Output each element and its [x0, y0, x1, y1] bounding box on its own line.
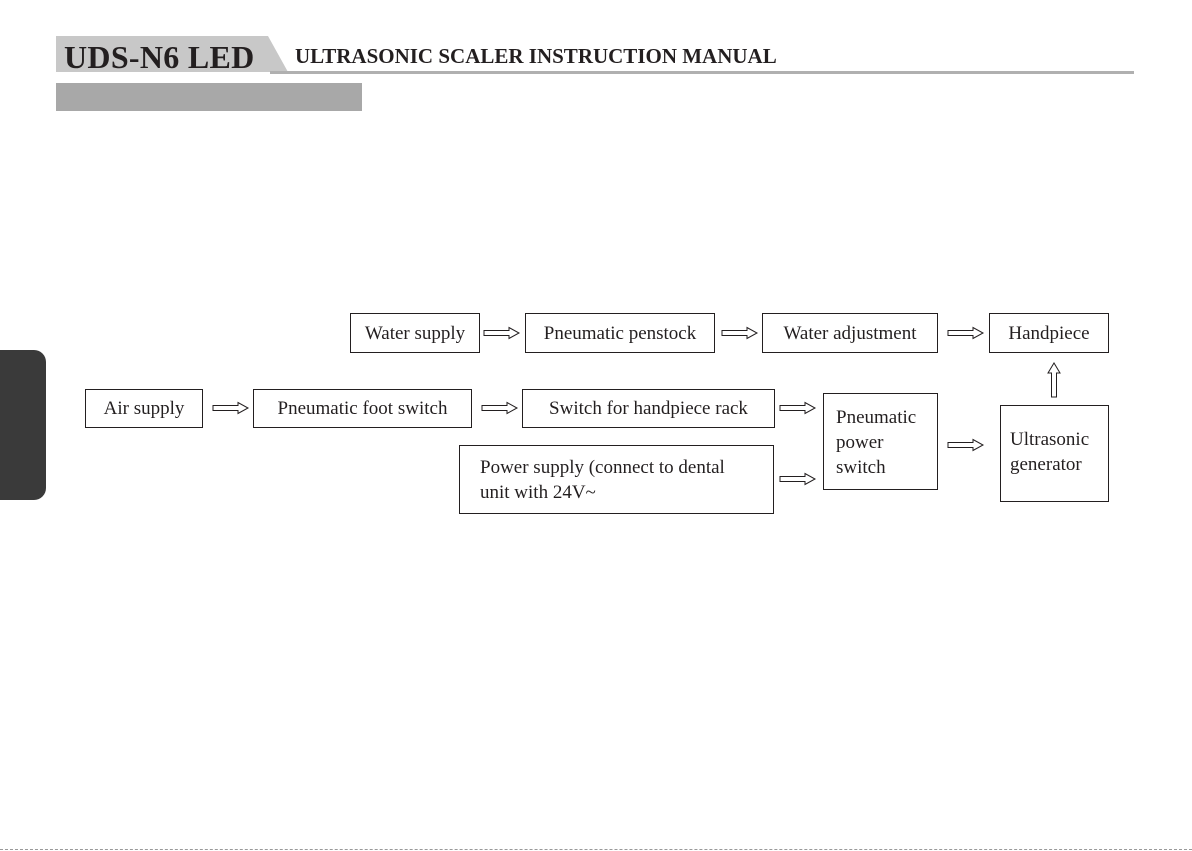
arrow-generator-to-handpiece — [1048, 363, 1060, 397]
arrow-air-to-footswitch — [213, 403, 248, 414]
pneumatic-power-switch-line2: power — [836, 430, 937, 455]
power-supply-label-line2: unit with 24V~ — [480, 480, 773, 505]
pneumatic-power-switch-line1: Pneumatic — [836, 405, 937, 430]
power-supply-box: Power supply (connect to dental unit wit… — [459, 445, 774, 514]
arrow-footswitch-to-rack — [482, 403, 517, 414]
handpiece-label: Handpiece — [1008, 321, 1089, 346]
air-supply-box: Air supply — [85, 389, 203, 428]
ultrasonic-generator-box: Ultrasonic generator — [1000, 405, 1109, 502]
water-supply-box: Water supply — [350, 313, 480, 353]
arrow-power-switch-to-generator — [948, 440, 983, 451]
ultrasonic-generator-line1: Ultrasonic — [1010, 427, 1108, 452]
arrow-powersupply-to-power-switch — [780, 474, 815, 485]
water-adjustment-box: Water adjustment — [762, 313, 938, 353]
arrow-adjustment-to-handpiece — [948, 328, 983, 339]
handpiece-rack-switch-label: Switch for handpiece rack — [549, 396, 748, 421]
page-bottom-rule — [0, 849, 1192, 850]
pneumatic-penstock-box: Pneumatic penstock — [525, 313, 715, 353]
arrow-rack-to-power-switch — [780, 403, 815, 414]
pneumatic-penstock-label: Pneumatic penstock — [544, 321, 697, 346]
arrow-penstock-to-adjustment — [722, 328, 757, 339]
water-supply-label: Water supply — [365, 321, 465, 346]
water-adjustment-label: Water adjustment — [783, 321, 916, 346]
handpiece-rack-switch-box: Switch for handpiece rack — [522, 389, 775, 428]
arrow-water-to-penstock — [484, 328, 519, 339]
ultrasonic-generator-line2: generator — [1010, 452, 1108, 477]
air-supply-label: Air supply — [104, 396, 185, 421]
pneumatic-power-switch-line3: switch — [836, 455, 937, 480]
pneumatic-foot-switch-box: Pneumatic foot switch — [253, 389, 472, 428]
pneumatic-power-switch-box: Pneumatic power switch — [823, 393, 938, 490]
pneumatic-foot-switch-label: Pneumatic foot switch — [278, 396, 448, 421]
power-supply-label-line1: Power supply (connect to dental — [480, 455, 773, 480]
handpiece-box: Handpiece — [989, 313, 1109, 353]
